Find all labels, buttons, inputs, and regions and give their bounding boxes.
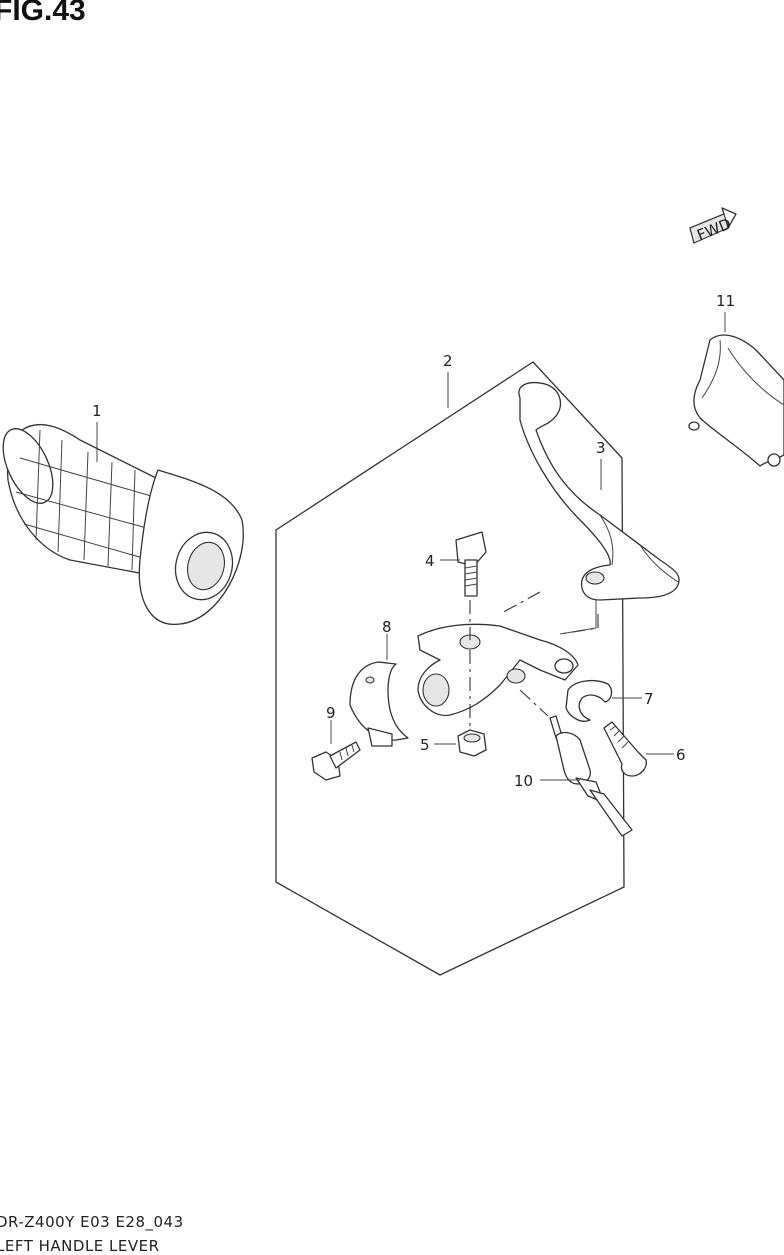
hex-nut	[457, 729, 487, 757]
lever-cover	[688, 334, 784, 467]
lever-cushion	[565, 679, 613, 722]
alignment-line	[469, 591, 599, 730]
lever-bracket	[417, 623, 579, 717]
model-code: DR-Z400Y E03 E28_043	[0, 1213, 184, 1231]
callout-11: 11	[716, 292, 735, 310]
handle-grip	[2, 423, 244, 625]
fwd-arrow-icon: FWD	[689, 207, 737, 245]
callout-10: 10	[514, 772, 533, 790]
callout-7: 7	[644, 690, 654, 708]
fwd-label: FWD	[694, 215, 733, 245]
callout-1: 1	[92, 402, 102, 420]
callout-2: 2	[443, 352, 453, 370]
callout-9: 9	[326, 704, 336, 722]
kit-outline	[275, 361, 625, 976]
clamp-bolt	[311, 741, 361, 781]
leader-lines	[96, 312, 726, 781]
figure-caption: LEFT HANDLE LEVER	[0, 1237, 160, 1255]
cable-switch	[549, 715, 633, 837]
callout-5: 5	[420, 736, 430, 754]
cable-adjuster	[603, 721, 647, 777]
callout-4: 4	[425, 552, 435, 570]
figure-title: FIG.43	[0, 0, 86, 27]
clutch-lever	[518, 382, 680, 601]
callout-8: 8	[382, 618, 392, 636]
pivot-bolt	[455, 531, 487, 597]
callout-3: 3	[596, 439, 606, 457]
bracket-clamp	[349, 661, 409, 747]
callout-6: 6	[676, 746, 686, 764]
